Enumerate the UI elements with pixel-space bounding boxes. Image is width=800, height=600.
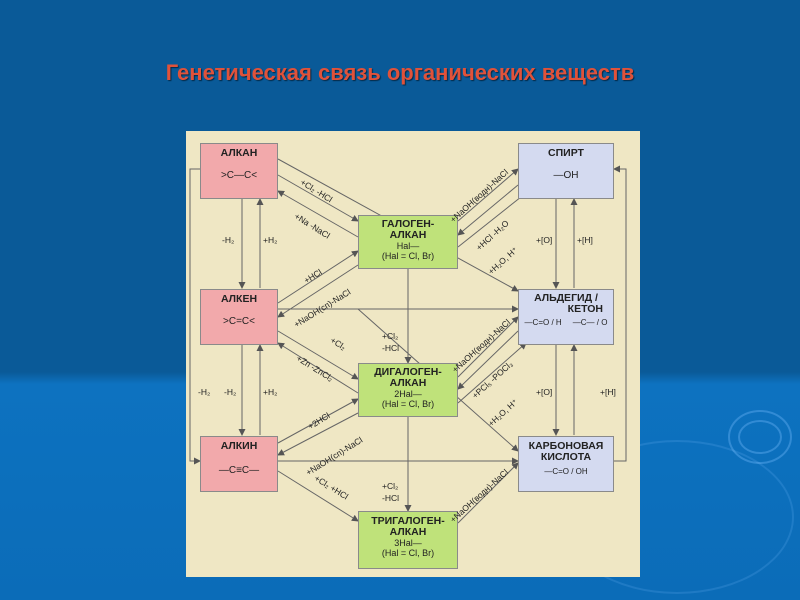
haloalkane-box: ГАЛОГЕН- АЛКАН Hal— (Hal = Cl, Br)	[358, 215, 458, 269]
alkyne-box: АЛКИН —C≡C—	[200, 436, 278, 492]
dihaloalkane-box: ДИГАЛОГЕН- АЛКАН 2Hal— (Hal = Cl, Br)	[358, 363, 458, 417]
trihaloalkane-name-1: ТРИГАЛОГЕН-	[371, 515, 445, 527]
reaction-label: +[O]	[536, 235, 553, 245]
alkane-name: АЛКАН	[220, 147, 258, 159]
trihaloalkane-name-2: АЛКАН	[389, 526, 427, 538]
dihaloalkane-name-1: ДИГАЛОГЕН-	[374, 366, 442, 378]
aldehyde-name-2: КЕТОН	[567, 303, 603, 315]
alkane-formula: >C—C<	[220, 170, 258, 181]
alkene-box: АЛКЕН >C=C<	[200, 289, 278, 345]
trihaloalkane-box: ТРИГАЛОГЕН- АЛКАН 3Hal— (Hal = Cl, Br)	[358, 511, 458, 569]
ketone-formula: —C— / O	[572, 318, 608, 327]
dihaloalkane-line-2: (Hal = Cl, Br)	[381, 399, 435, 409]
reaction-label: +[H]	[577, 235, 593, 245]
aldehyde-ketone-box: АЛЬДЕГИД / КЕТОН —C=O / H —C— / O	[518, 289, 614, 345]
aldehyde-formula: —C=O / H	[524, 318, 562, 327]
alkene-formula: >C=C<	[223, 316, 255, 327]
carboxylic-acid-box: КАРБОНОВАЯ КИСЛОТА —C=O / OH	[518, 436, 614, 492]
reaction-label: -H₂	[198, 387, 211, 397]
alcohol-formula: —OH	[553, 170, 579, 181]
reaction-label: +H₂	[263, 235, 278, 245]
alkane-box: АЛКАН >C—C<	[200, 143, 278, 199]
trihaloalkane-line-2: (Hal = Cl, Br)	[381, 548, 435, 558]
haloalkane-name-2: АЛКАН	[389, 229, 427, 241]
aldehyde-name-1: АЛЬДЕГИД /	[534, 292, 598, 304]
acid-name-1: КАРБОНОВАЯ	[528, 440, 604, 452]
acid-formula: —C=O / OH	[544, 467, 588, 476]
reaction-label: -HCl	[382, 343, 399, 353]
haloalkane-line-1: Hal—	[396, 241, 420, 251]
alkene-name: АЛКЕН	[220, 293, 258, 305]
reaction-label: +Cl₂	[382, 331, 399, 341]
diagram-arrows	[189, 158, 627, 524]
dihaloalkane-name-2: АЛКАН	[389, 377, 427, 389]
haloalkane-name-1: ГАЛОГЕН-	[381, 218, 435, 230]
reaction-label: +[O]	[536, 387, 553, 397]
reaction-label: +Cl₂	[382, 481, 399, 491]
trihaloalkane-line-1: 3Hal—	[394, 538, 422, 548]
alcohol-box: СПИРТ —OH	[518, 143, 614, 199]
alkyne-name: АЛКИН	[220, 440, 258, 452]
genetic-link-diagram: АЛКАН >C—C< АЛКЕН >C=C< АЛКИН —C≡C— ГАЛО…	[186, 131, 640, 577]
reaction-label: -H₂	[222, 235, 235, 245]
reaction-label: -H₂	[224, 387, 237, 397]
slide-title: Генетическая связь органических веществ	[165, 60, 635, 85]
haloalkane-line-2: (Hal = Cl, Br)	[381, 251, 435, 261]
reaction-label: -HCl	[382, 493, 399, 503]
reaction-label: +[H]	[600, 387, 616, 397]
alkyne-formula: —C≡C—	[218, 465, 260, 476]
dihaloalkane-line-1: 2Hal—	[394, 389, 422, 399]
acid-name-2: КИСЛОТА	[540, 451, 592, 463]
alcohol-name: СПИРТ	[548, 147, 584, 159]
reaction-label: +H₂	[263, 387, 278, 397]
